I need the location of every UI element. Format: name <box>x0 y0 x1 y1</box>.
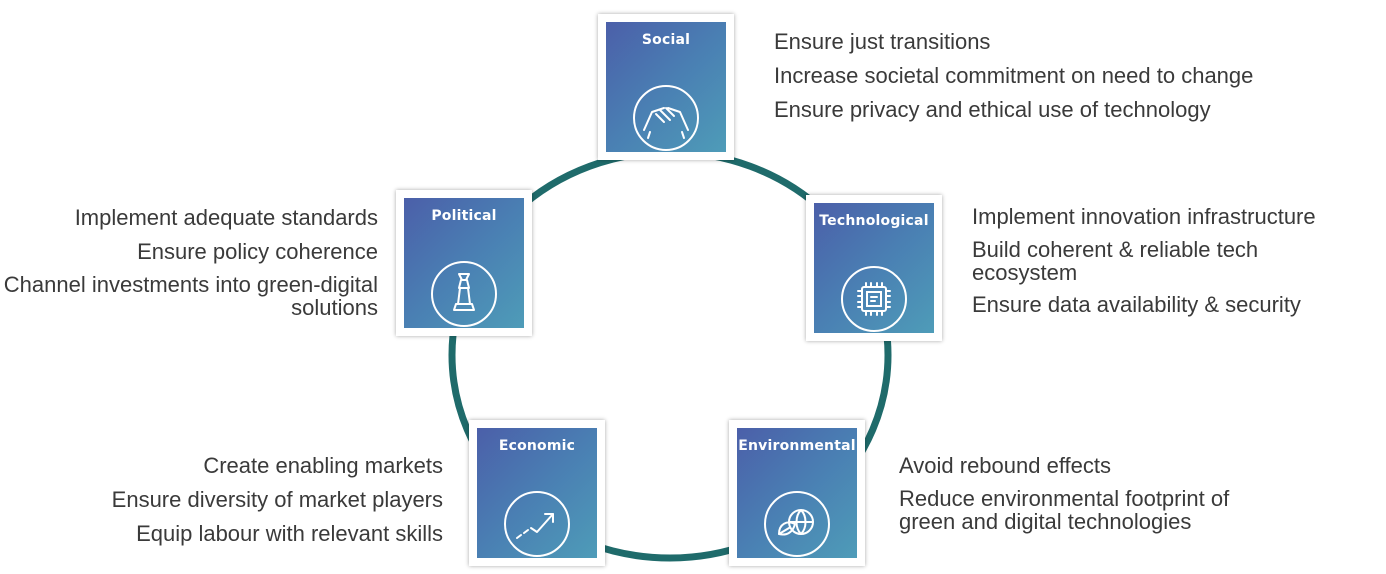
political-items: Implement adequate standards Ensure poli… <box>0 205 378 327</box>
environmental-items: Avoid rebound effects Reduce environment… <box>899 453 1319 541</box>
list-item: Ensure policy coherence <box>137 239 378 264</box>
handshake-icon <box>630 82 702 154</box>
social-items: Ensure just transitions Increase societa… <box>774 29 1374 131</box>
leaf-globe-icon <box>761 488 833 560</box>
trend-arrow-icon <box>501 488 573 560</box>
social-card: Social <box>598 14 734 160</box>
economic-title: Economic <box>498 438 576 454</box>
political-title: Political <box>431 208 497 224</box>
list-item: Ensure privacy and ethical use of techno… <box>774 97 1211 122</box>
chess-piece-icon <box>428 258 500 330</box>
list-item: Reduce environmental footprint of green … <box>899 486 1230 534</box>
list-item: Avoid rebound effects <box>899 453 1112 478</box>
economic-items: Create enabling markets Ensure diversity… <box>40 453 443 555</box>
economic-card: Economic <box>469 420 605 566</box>
political-card: Political <box>396 190 532 336</box>
list-item: Implement adequate standards <box>74 205 378 230</box>
list-item: Increase societal commitment on need to … <box>774 63 1254 88</box>
list-item: Build coherent & reliable tech ecosystem <box>972 237 1259 285</box>
technological-card: Technological <box>806 195 942 341</box>
list-item: Channel investments into green-digital s… <box>3 272 378 320</box>
list-item: Ensure just transitions <box>774 29 991 54</box>
environmental-title: Environmental <box>738 438 856 454</box>
list-item: Ensure diversity of market players <box>111 487 443 512</box>
technological-items: Implement innovation infrastructure Buil… <box>972 204 1372 326</box>
technological-title: Technological <box>819 213 929 229</box>
list-item: Equip labour with relevant skills <box>136 521 443 546</box>
list-item: Ensure data availability & security <box>972 292 1301 317</box>
chip-icon <box>838 263 910 335</box>
list-item: Implement innovation infrastructure <box>972 204 1316 229</box>
environmental-card: Environmental <box>729 420 865 566</box>
social-title: Social <box>641 32 691 48</box>
list-item: Create enabling markets <box>203 453 443 478</box>
